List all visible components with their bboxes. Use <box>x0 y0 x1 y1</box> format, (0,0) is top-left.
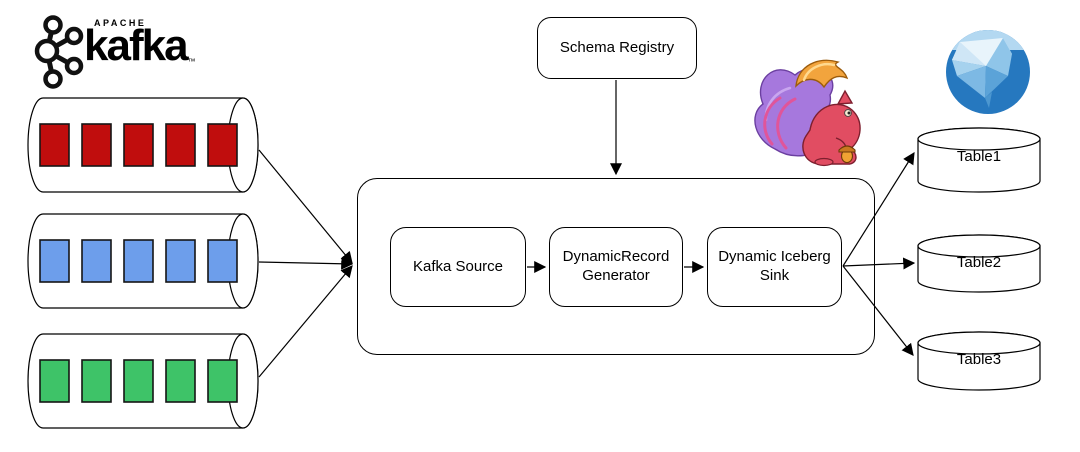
arrow-red-topic-to-job <box>258 149 353 264</box>
flink-tail-tuft <box>795 59 849 89</box>
topic-segment <box>165 239 196 283</box>
topic-segment <box>207 359 238 403</box>
iceberg-icon <box>946 30 1030 114</box>
flink-ear <box>836 89 854 105</box>
topic-segment <box>81 359 112 403</box>
schema-registry-label: Schema Registry <box>559 38 675 56</box>
topic-cylinder-green <box>27 333 259 429</box>
topic-segments-red <box>39 123 238 167</box>
flink-eye <box>844 109 852 117</box>
dynamic-iceberg-sink-label: Dynamic Iceberg Sink <box>718 248 831 284</box>
flink-squirrel-icon <box>754 59 861 167</box>
topic-segments-blue <box>39 239 238 283</box>
kafka-source-box: Kafka Source <box>390 227 526 307</box>
flink-acorn-cap <box>838 145 856 153</box>
topic-segment <box>39 359 70 403</box>
topic-segment <box>81 239 112 283</box>
arrow-green-topic-to-job <box>258 265 353 378</box>
kafka-apache-text: APACHE <box>94 18 147 28</box>
topic-segment <box>39 123 70 167</box>
flink-foot <box>814 157 834 167</box>
dynamic-record-generator-label: DynamicRecord Generator <box>562 248 670 284</box>
topic-segment <box>207 123 238 167</box>
dynamic-record-generator-box: DynamicRecord Generator <box>549 227 683 307</box>
kafka-logo-wordmark: APACHE kafka ™ <box>84 18 196 68</box>
kafka-source-label: Kafka Source <box>412 257 504 275</box>
topic-segment <box>39 239 70 283</box>
topic-segments-green <box>39 359 238 403</box>
topic-segment <box>123 239 154 283</box>
kafka-trademark-text: ™ <box>187 57 196 66</box>
flink-acorn <box>840 148 854 164</box>
arrow-blue-topic-to-job <box>258 257 354 270</box>
topic-cylinder-red <box>27 97 259 193</box>
topic-segment <box>207 239 238 283</box>
kafka-logo-icon <box>34 15 84 89</box>
topic-segment <box>123 359 154 403</box>
topic-segment <box>81 123 112 167</box>
table2-label: Table2 <box>956 253 1002 271</box>
topic-cylinder-blue <box>27 213 259 309</box>
table3-label: Table3 <box>956 350 1002 368</box>
topic-segment <box>165 359 196 403</box>
table1-label: Table1 <box>956 147 1002 165</box>
flink-body <box>802 103 861 165</box>
flink-tail <box>754 68 834 157</box>
topic-segment <box>165 123 196 167</box>
schema-registry-box: Schema Registry <box>537 17 697 79</box>
topic-segment <box>123 123 154 167</box>
kafka-name-text: kafka <box>84 21 189 70</box>
dynamic-iceberg-sink-box: Dynamic Iceberg Sink <box>707 227 842 307</box>
